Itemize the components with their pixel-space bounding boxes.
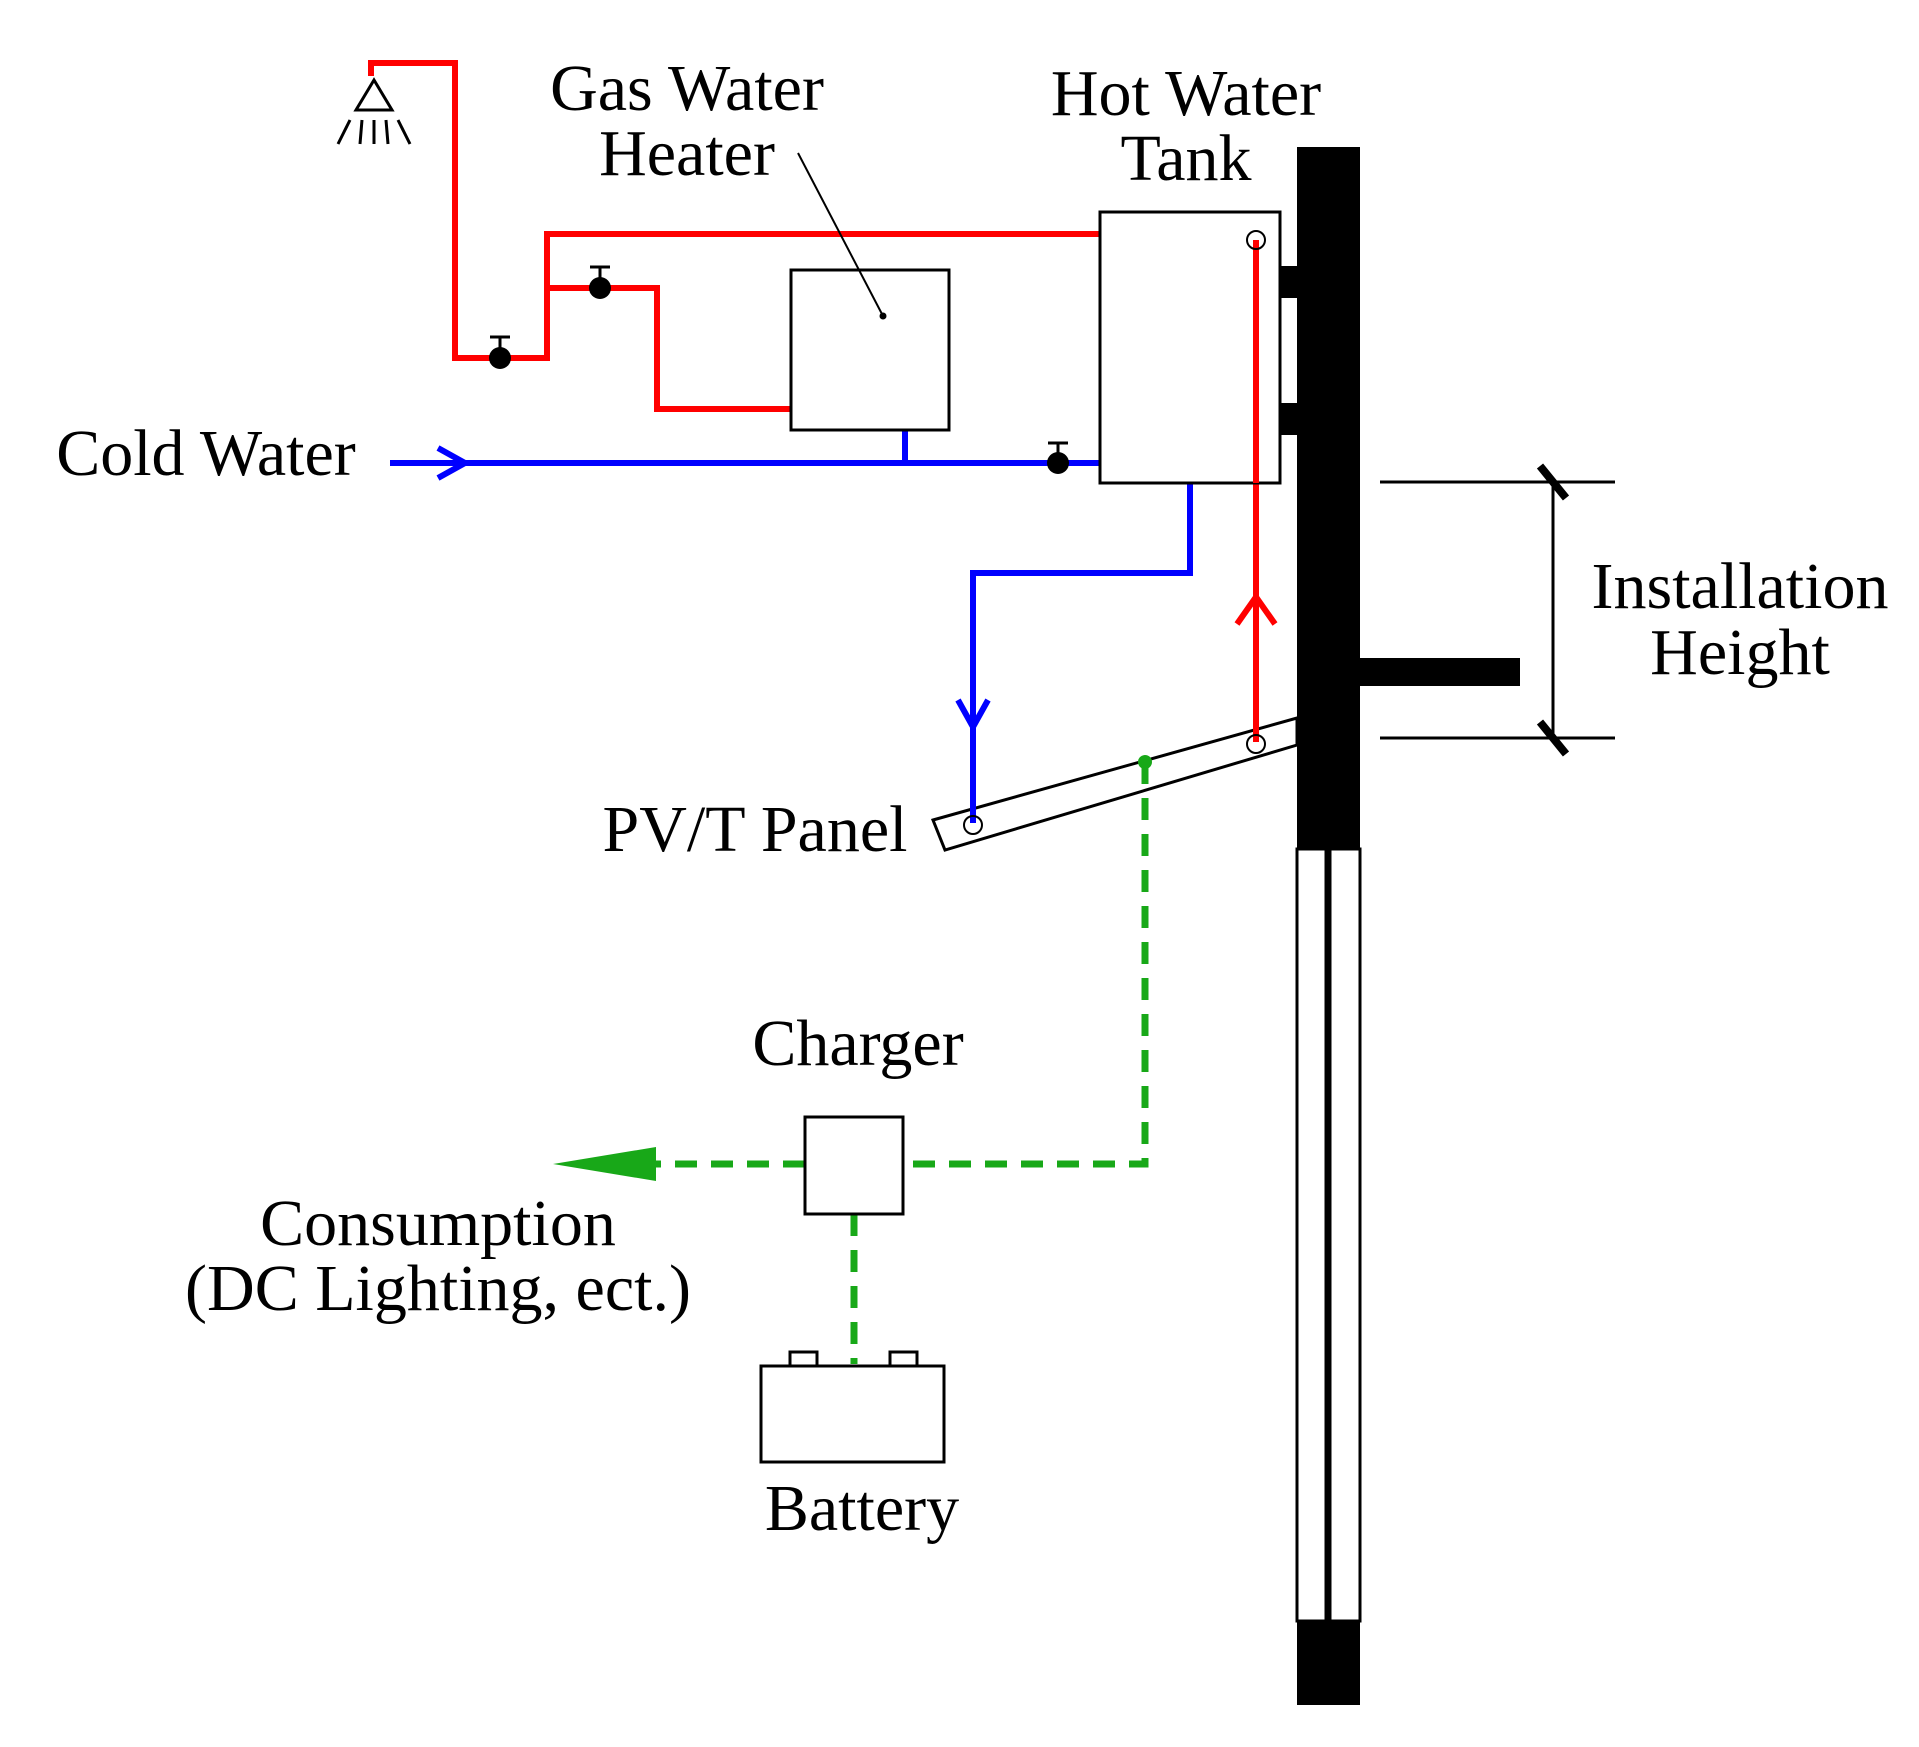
gas-heater-leader bbox=[797, 152, 884, 317]
installation-label-line2: Height bbox=[1650, 616, 1830, 689]
hot-flow-arrow bbox=[1234, 591, 1278, 626]
panel-to-charger-line bbox=[903, 762, 1149, 1168]
pole-upper-solid bbox=[1297, 147, 1360, 849]
tank-bracket-lower bbox=[1278, 403, 1300, 435]
consumption-label-line1: Consumption bbox=[260, 1187, 616, 1260]
electrical-lines bbox=[655, 762, 1149, 1364]
shower-pipe bbox=[368, 60, 1100, 361]
panel-electrical-junction bbox=[1138, 755, 1152, 769]
valve-shower bbox=[489, 335, 511, 369]
hot-water-tank bbox=[1098, 210, 1282, 485]
dimension-bottom-tick bbox=[1536, 719, 1570, 757]
panel-port-hot bbox=[1246, 734, 1266, 754]
heater-pipe bbox=[547, 285, 790, 412]
valve-heater bbox=[589, 265, 611, 299]
pvt-panel-label: PV/T Panel bbox=[603, 793, 908, 866]
installation-label-line1: Installation bbox=[1592, 550, 1889, 623]
cold-water-pipes bbox=[390, 430, 1193, 823]
pole-base-solid bbox=[1297, 1621, 1360, 1705]
mounting-arm bbox=[1357, 658, 1520, 686]
cold-flow-arrow bbox=[955, 698, 991, 734]
consumption-label-line2: (DC Lighting, ect.) bbox=[185, 1252, 691, 1325]
pvt-panel bbox=[930, 716, 1299, 852]
hot-tank-label-line2: Tank bbox=[1120, 122, 1251, 195]
mounting-pole bbox=[1278, 147, 1520, 1705]
cold-inlet-arrow bbox=[436, 445, 472, 481]
tank-port-top bbox=[1246, 230, 1266, 250]
consumption-arrow bbox=[553, 1147, 656, 1181]
gas-heater-label-line1: Gas Water bbox=[550, 52, 824, 125]
hot-tank-label-line1: Hot Water bbox=[1051, 57, 1321, 130]
tank-to-panel-pipe bbox=[970, 482, 1193, 823]
charger-box bbox=[803, 1115, 905, 1216]
battery-label: Battery bbox=[765, 1472, 959, 1545]
tank-bracket-upper bbox=[1278, 266, 1300, 298]
cold-water-label: Cold Water bbox=[56, 417, 356, 490]
dimension-top-tick bbox=[1536, 463, 1570, 501]
installation-height-dimension bbox=[1380, 463, 1615, 757]
shower-head-icon bbox=[336, 77, 412, 145]
battery-icon bbox=[759, 1350, 946, 1464]
gas-water-heater bbox=[789, 268, 951, 432]
panel-port-cold bbox=[963, 815, 983, 835]
gas-heater-leader-dot bbox=[879, 312, 887, 320]
gas-heater-label-line2: Heater bbox=[599, 117, 775, 190]
valve-cold bbox=[1047, 441, 1069, 474]
charger-label: Charger bbox=[752, 1007, 963, 1080]
